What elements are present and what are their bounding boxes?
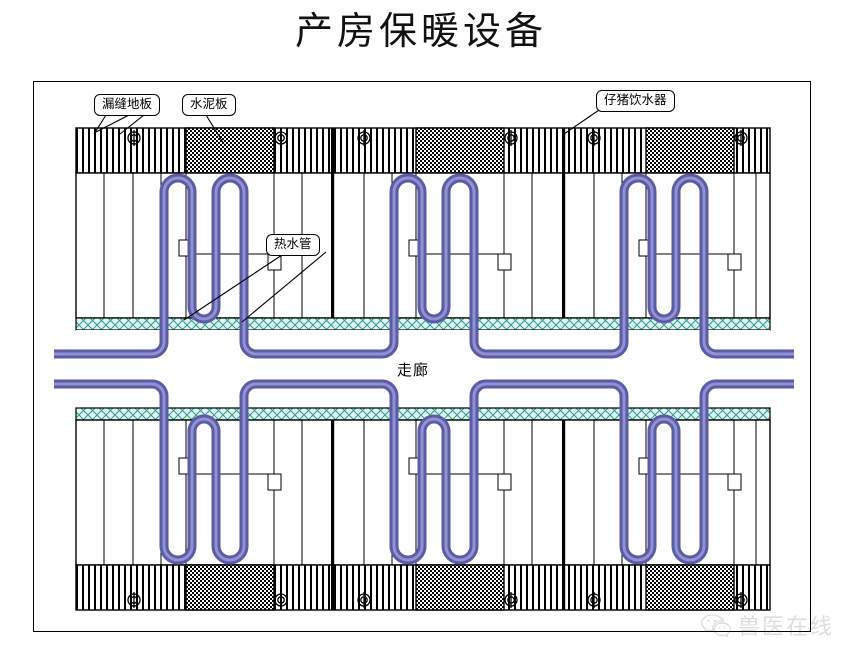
callout-hot-water-pipe: 热水管 <box>266 234 320 256</box>
corridor-area <box>76 330 770 408</box>
callout-piglet-drinker: 仔猪饮水器 <box>596 90 675 112</box>
top-drinkers <box>127 130 748 146</box>
page-title: 产房保暖设备 <box>294 11 547 53</box>
diagram-frame: 漏缝地板 水泥板 仔猪饮水器 热水管 走廊 <box>33 81 811 632</box>
callout-cement-board: 水泥板 <box>182 94 236 116</box>
watermark: 兽医在线 <box>701 609 834 641</box>
callout-leader-lines <box>93 107 603 323</box>
top-heating-coils <box>159 173 709 324</box>
hot-water-pipe-network <box>54 173 794 565</box>
corridor-supply-main <box>54 322 794 359</box>
corridor-return-main <box>54 379 794 416</box>
watermark-text: 兽医在线 <box>737 614 834 639</box>
wechat-icon <box>701 613 731 638</box>
floor-plan-svg <box>54 107 794 611</box>
bottom-farrowing-crates <box>178 457 742 491</box>
bottom-heating-coils <box>159 414 709 565</box>
bottom-slatted-floor-band <box>75 564 771 611</box>
corridor-label: 走廊 <box>397 362 430 379</box>
callout-slatted-floor: 漏缝地板 <box>94 94 161 116</box>
floor-plan-canvas: 漏缝地板 水泥板 仔猪饮水器 热水管 走廊 <box>34 82 810 631</box>
top-slatted-floor-band <box>75 127 771 174</box>
bottom-drinkers <box>127 592 748 608</box>
